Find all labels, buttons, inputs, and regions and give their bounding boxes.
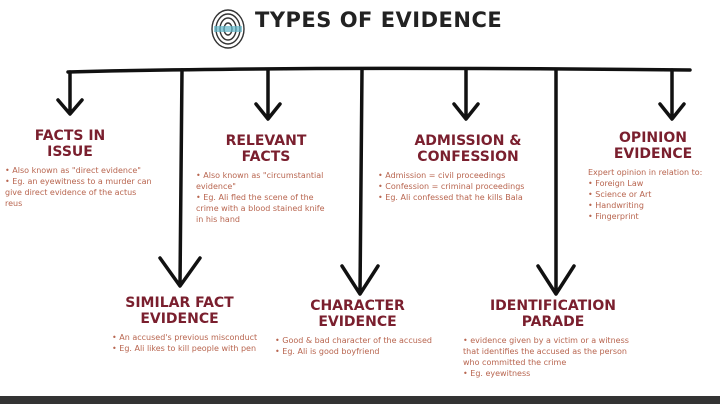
heading-line: FACTS IN [34,128,106,144]
heading-line: PARADE [521,314,585,330]
heading-line: EVIDENCE [140,311,219,327]
heading-line: EVIDENCE [318,314,397,330]
arrow-similar-fact [158,68,202,288]
bullet: • Also known as "circumstantial evidence… [196,171,324,191]
bullet: • Eg. Ali is good boyfriend [275,347,380,356]
bullet: • Eg. Ali likes to kill people with pen [112,344,257,353]
page-title: TYPES OF EVIDENCE [255,8,503,32]
bullet: • evidence given by a victim or a witnes… [463,336,629,367]
bullet: Expert opinion in relation to: [588,168,703,177]
bullet: • Confession = criminal proceedings [378,182,525,191]
heading-line: EVIDENCE [613,146,693,162]
main-bar [66,66,692,74]
bullet: • Foreign Law [588,179,644,188]
arrow-character [340,68,380,296]
bullet: • Eg. eyewitness [463,369,531,378]
heading-line: ADMISSION & [414,133,522,149]
bottom-border [0,396,720,404]
heading-line: CHARACTER [310,298,405,314]
arrow-identification [536,68,576,296]
heading-line: OPINION [619,130,687,146]
bullet: • Eg. Ali fled the scene of the crime wi… [196,193,325,224]
arrow-relevant-facts [254,68,282,121]
heading-line: ISSUE [47,144,93,160]
bullet: • Also known as "direct evidence" [5,166,141,175]
bullet: • Fingerprint [588,212,639,221]
section-admission-confession: ADMISSION &CONFESSION • Admission = civi… [378,133,548,203]
bullet: • Good & bad character of the accused [275,336,432,345]
bullet: • Science or Art [588,190,652,199]
heading-line: SIMILAR FACT [125,295,234,311]
bullet: • Eg. Ali confessed that he kills Bala [378,193,523,202]
arrow-admission [452,68,480,121]
arrow-facts-in-issue [56,70,84,116]
bullet: • Admission = civil proceedings [378,171,506,180]
bullet: • Eg. an eyewitness to a murder can give… [5,177,152,208]
fingerprint-icon [211,9,245,49]
arrow-opinion [658,68,686,121]
heading-line: IDENTIFICATION [489,298,617,314]
bullet: • Handwriting [588,201,644,210]
heading-line: CONFESSION [417,149,519,165]
bullet: • An accused's previous misconduct [112,333,258,342]
heading-line: FACTS [241,149,291,165]
heading-line: RELEVANT [225,133,307,149]
